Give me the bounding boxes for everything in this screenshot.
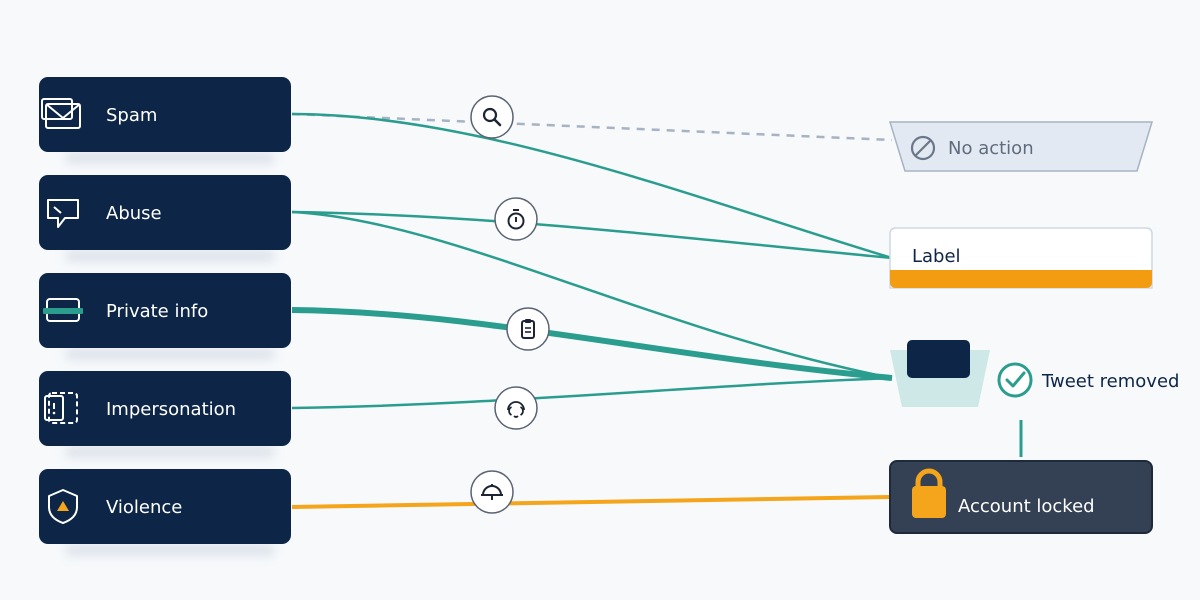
action-node	[494, 386, 538, 430]
category-box	[39, 77, 291, 152]
action-node-circle	[470, 470, 514, 514]
category-box	[39, 175, 291, 250]
outcome-label: Label	[889, 227, 1153, 289]
flow-spam-to-label	[291, 112, 893, 260]
category-abuse: Abuse	[39, 175, 291, 262]
shield-warning-icon	[48, 489, 78, 524]
check-circle-icon	[997, 362, 1033, 398]
action-node	[506, 307, 550, 351]
fingerprint-icon	[507, 401, 525, 418]
flow-violence-to-locked	[291, 495, 893, 509]
category-private-info: Private info	[39, 273, 291, 360]
flow-spam-to-no-action	[291, 112, 893, 142]
action-node	[470, 470, 514, 514]
account-locked-label: Account locked	[958, 496, 1095, 517]
flow-abuse-to-label	[291, 210, 893, 260]
category-shadow	[65, 544, 275, 556]
outcome-no-action: No action	[888, 121, 1154, 172]
action-node	[494, 197, 538, 241]
tweet-removed-label: Tweet removed	[1041, 371, 1179, 392]
category-box	[39, 371, 291, 446]
action-node-circle	[506, 307, 550, 351]
action-node-list	[470, 95, 550, 514]
flow-private-to-removed	[291, 307, 893, 381]
category-box	[39, 273, 291, 348]
category-label: Impersonation	[106, 399, 236, 420]
magnifier-icon	[482, 107, 502, 127]
category-impersonation: Impersonation	[39, 371, 291, 458]
flow-impersonation-to-removed	[291, 376, 893, 410]
category-spam: Spam	[39, 77, 291, 164]
category-shadow	[65, 152, 275, 164]
removed-tweet-block	[907, 340, 970, 378]
alarm-bell-icon	[481, 484, 503, 500]
stopwatch-icon	[507, 209, 525, 230]
flow-abuse-to-removed	[291, 210, 893, 380]
outcome-account-locked: Account locked	[889, 460, 1153, 534]
flow-lines	[291, 112, 1023, 509]
category-shadow	[65, 250, 275, 262]
category-label: Spam	[106, 105, 157, 126]
clipboard-icon	[521, 319, 535, 339]
credit-card-icon	[43, 298, 83, 322]
category-label: Violence	[106, 497, 182, 518]
id-card-icon	[44, 392, 78, 424]
category-box	[39, 469, 291, 544]
no-action-label: No action	[948, 138, 1034, 159]
action-node-circle	[494, 386, 538, 430]
action-node-circle	[470, 95, 514, 139]
category-label: Private info	[106, 301, 208, 322]
category-shadow	[65, 446, 275, 458]
outcome-tweet-removed: Tweet removed	[890, 340, 1179, 407]
category-violence: Violence	[39, 469, 291, 556]
padlock-icon	[912, 468, 946, 518]
category-label: Abuse	[106, 203, 162, 224]
envelope-icon	[41, 98, 81, 129]
speech-bubble-icon	[47, 199, 79, 228]
prohibited-icon	[910, 135, 936, 161]
category-shadow	[65, 348, 275, 360]
action-node	[470, 95, 514, 139]
label-outcome-text: Label	[912, 246, 961, 267]
